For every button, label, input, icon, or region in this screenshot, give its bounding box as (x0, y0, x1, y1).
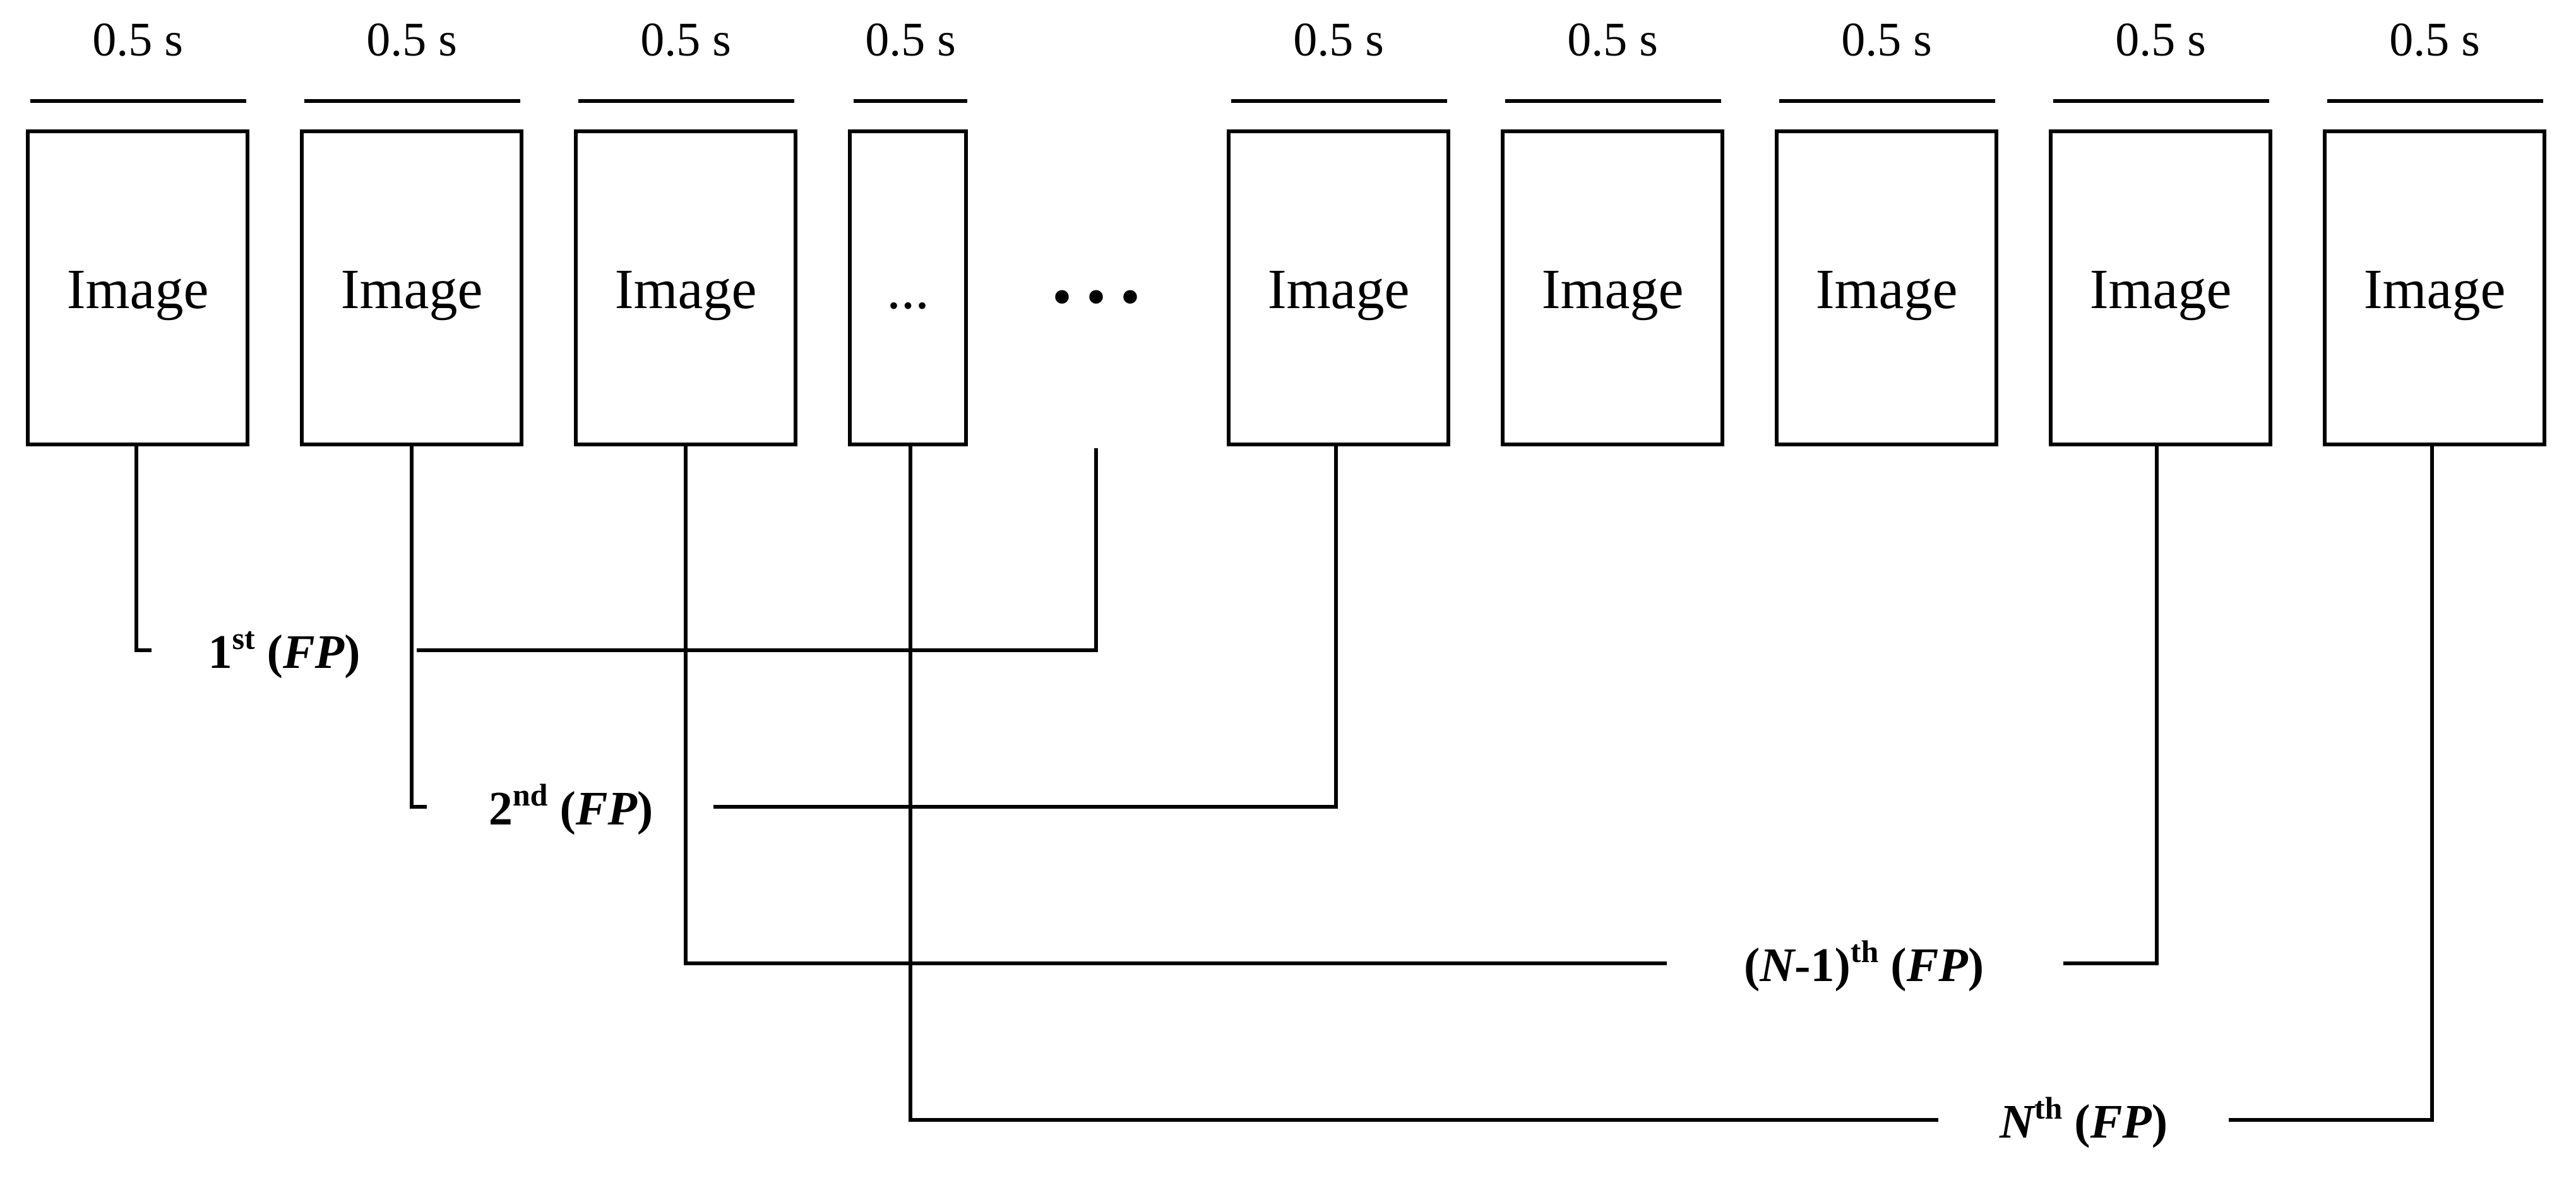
frame-label: Image (1268, 258, 1410, 321)
frame-box-8: Image (2049, 129, 2272, 446)
pairing-line-1-right (417, 448, 1098, 652)
pairing-label-nth: Nth (FP) (1999, 1090, 2168, 1148)
frame-box-3: Image (574, 129, 797, 446)
pairing-line-3-right (2063, 444, 2159, 965)
frame-box-9: Image (2323, 129, 2546, 446)
duration-arrow-1: 0.5 s (30, 13, 247, 103)
duration-label: 0.5 s (640, 13, 731, 66)
pairing-line-4-right (2229, 444, 2434, 1122)
duration-label: 0.5 s (366, 13, 457, 66)
duration-arrow-6: 0.5 s (1505, 13, 1722, 103)
duration-label: 0.5 s (1567, 13, 1658, 66)
frame-row: Image Image Image ... • • • Image Image … (26, 129, 2546, 446)
pairing-connectors (134, 444, 2434, 1122)
duration-arrow-3: 0.5 s (578, 13, 795, 103)
duration-label: 0.5 s (865, 13, 956, 66)
duration-arrow-9: 0.5 s (2327, 13, 2544, 103)
duration-label: 0.5 s (1293, 13, 1384, 66)
pairing-label-2nd: 2nd (FP) (489, 777, 653, 835)
frame-box-5: Image (1227, 129, 1450, 446)
duration-arrow-7: 0.5 s (1779, 13, 1996, 103)
duration-arrow-5: 0.5 s (1231, 13, 1448, 103)
duration-arrow-4: 0.5 s (853, 13, 968, 103)
frame-box-7: Image (1775, 129, 1998, 446)
frame-label: Image (2090, 258, 2232, 321)
duration-label: 0.5 s (2389, 13, 2480, 66)
pairing-line-2-left (410, 444, 427, 809)
frame-box-6: Image (1501, 129, 1724, 446)
duration-label: 0.5 s (1841, 13, 1932, 66)
pairing-line-2-right (713, 444, 1338, 809)
frame-label: Image (1542, 258, 1684, 321)
pairing-label-1st: 1st (FP) (208, 621, 361, 679)
duration-row: 0.5 s 0.5 s 0.5 s 0.5 s 0.5 s 0.5 s 0.5 … (30, 13, 2544, 103)
duration-label: 0.5 s (2115, 13, 2206, 66)
duration-arrow-8: 0.5 s (2053, 13, 2270, 103)
frame-label: Image (1816, 258, 1958, 321)
frame-box-1: Image (26, 129, 249, 446)
gap-ellipsis: • • • (1052, 266, 1140, 328)
frame-box-2: Image (300, 129, 523, 446)
pairing-line-3-left (684, 444, 1667, 965)
frame-box-4: ... (848, 129, 968, 446)
frame-label: Image (67, 258, 209, 321)
duration-arrow-2: 0.5 s (304, 13, 521, 103)
duration-label: 0.5 s (92, 13, 183, 66)
frame-label: Image (2364, 258, 2506, 321)
frame-label: Image (341, 258, 483, 321)
pairing-labels: 1st (FP) 2nd (FP) (N-1)th (FP) Nth (FP) (208, 621, 2168, 1148)
pairing-line-4-left (909, 444, 1938, 1122)
frame-label: ... (886, 258, 929, 321)
pairing-line-1-left (134, 444, 152, 652)
frame-label: Image (615, 258, 757, 321)
pairing-label-n-minus-1th: (N-1)th (FP) (1744, 934, 1984, 992)
